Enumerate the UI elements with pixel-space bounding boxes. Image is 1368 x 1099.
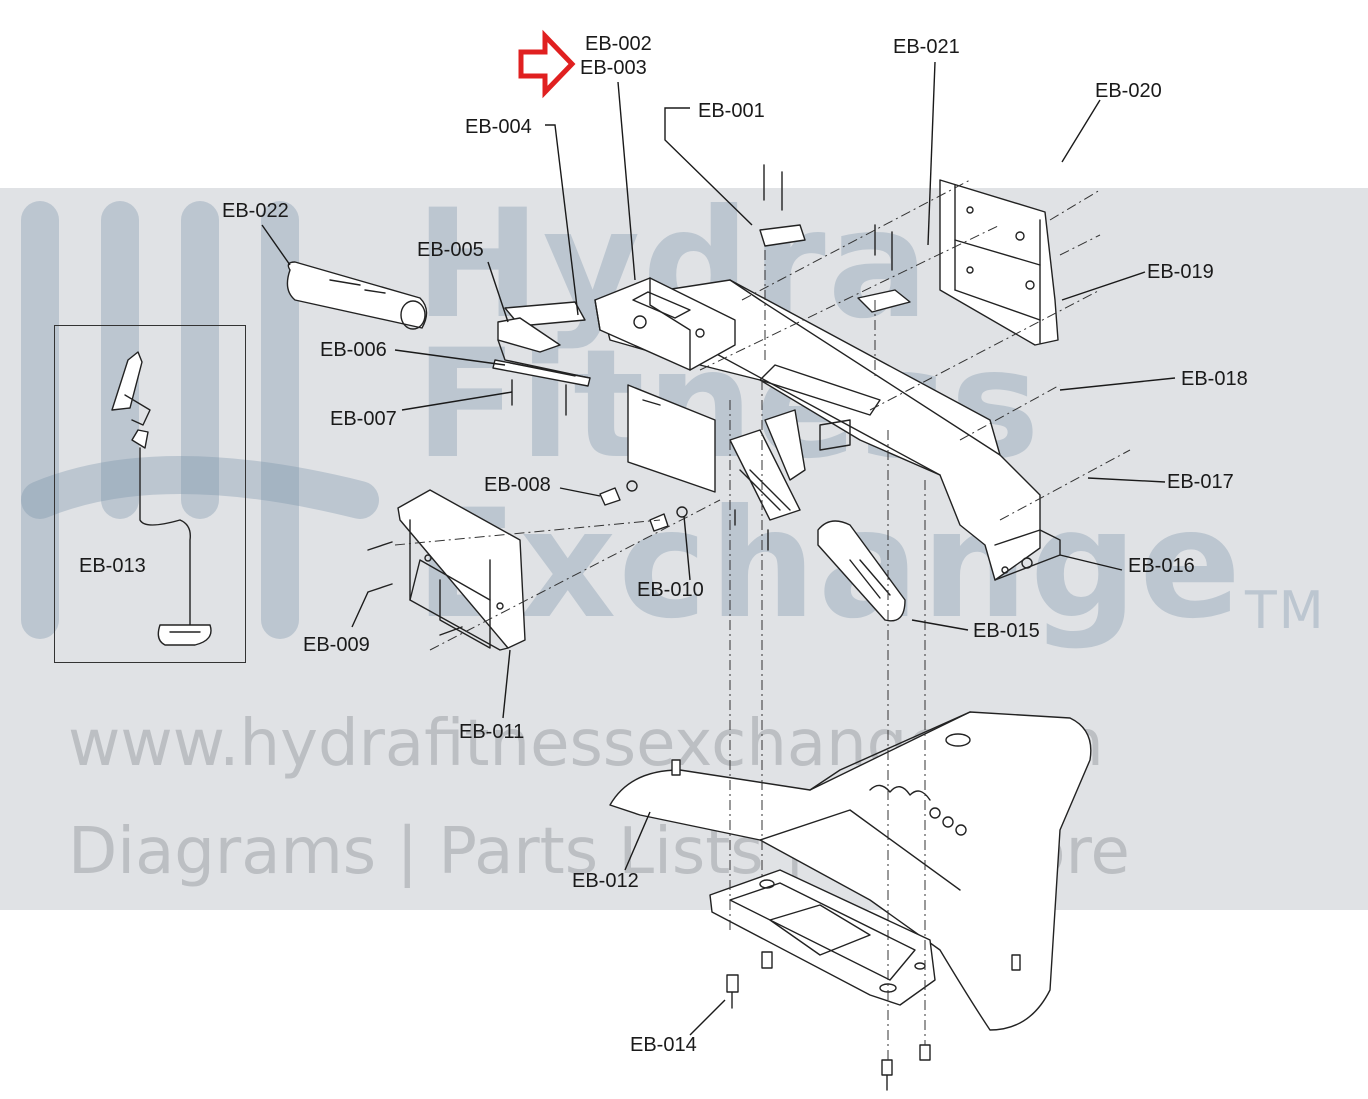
console-cover	[609, 711, 1092, 1031]
label-eb-015: EB-015	[973, 620, 1040, 642]
label-eb-004: EB-004	[465, 116, 532, 138]
label-eb-003: EB-003	[580, 57, 647, 79]
label-eb-022: EB-022	[222, 200, 289, 222]
label-eb-001: EB-001	[698, 100, 765, 122]
label-eb-019: EB-019	[1147, 261, 1214, 283]
label-eb-005: EB-005	[417, 239, 484, 261]
watermark-logo-mark	[21, 201, 379, 639]
inset-frame-eb-013	[54, 325, 246, 663]
label-eb-002: EB-002	[585, 33, 652, 55]
label-eb-009: EB-009	[303, 634, 370, 656]
label-eb-008: EB-008	[484, 474, 551, 496]
label-eb-006: EB-006	[320, 339, 387, 361]
label-eb-007: EB-007	[330, 408, 397, 430]
label-eb-011: EB-011	[459, 721, 525, 743]
top-bracket-block	[594, 277, 736, 371]
label-eb-012: EB-012	[572, 870, 639, 892]
label-eb-013: EB-013	[79, 555, 146, 577]
highlight-arrow	[518, 29, 576, 99]
inset-part-eb-013	[111, 351, 212, 646]
label-eb-018: EB-018	[1181, 368, 1248, 390]
label-eb-017: EB-017	[1167, 471, 1234, 493]
watermark-trademark: TM	[1245, 581, 1326, 641]
label-eb-010: EB-010	[637, 579, 704, 601]
label-eb-021: EB-021	[893, 36, 960, 58]
label-eb-016: EB-016	[1128, 555, 1195, 577]
label-eb-014: EB-014	[630, 1034, 697, 1056]
label-eb-020: EB-020	[1095, 80, 1162, 102]
